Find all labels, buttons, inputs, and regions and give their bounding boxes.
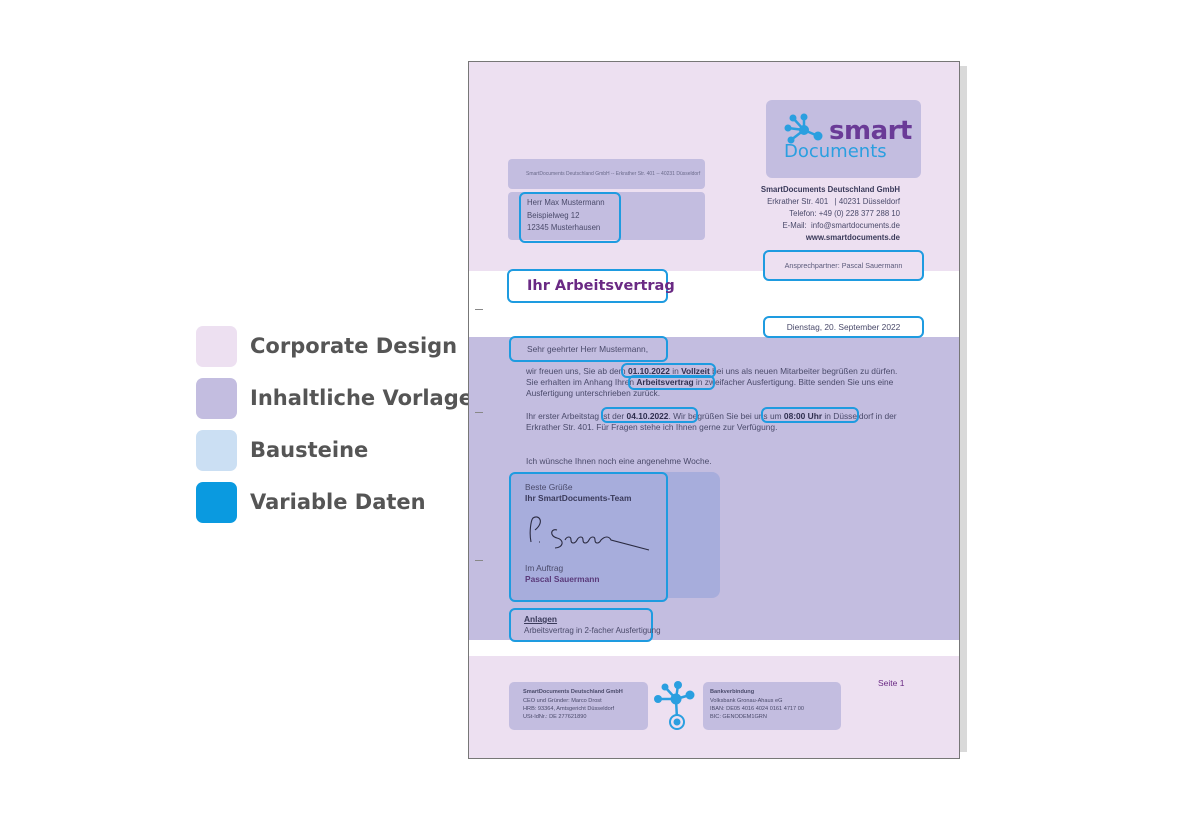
start-date: 01.10.2022 bbox=[627, 366, 670, 376]
start-time-frame bbox=[761, 407, 859, 423]
handwritten-signature-icon bbox=[529, 516, 650, 551]
paragraph-1-line-2: Sie erhalten im Anhang Ihren Arbeitsvert… bbox=[526, 377, 893, 388]
closing-wish: Ich wünsche Ihnen noch eine angenehme Wo… bbox=[526, 456, 712, 466]
paragraph-1-line-3: Ausfertigung unterschrieben zurück. bbox=[526, 388, 661, 398]
legend-swatch-variable-daten bbox=[196, 481, 237, 523]
company-email: E-Mail: info@smartdocuments.de bbox=[782, 221, 900, 230]
recipient-name: Herr Max Mustermann bbox=[527, 198, 605, 207]
letter-date: Dienstag, 20. September 2022 bbox=[786, 322, 901, 332]
legend-item-bausteine: Bausteine bbox=[196, 429, 369, 471]
molecule-logo-icon bbox=[784, 113, 823, 144]
signature-team: Ihr SmartDocuments-Team bbox=[525, 493, 632, 503]
contact-person: Ansprechpartner: Pascal Sauermann bbox=[784, 261, 903, 270]
page-number: Seite 1 bbox=[878, 678, 905, 688]
footer-bank-bic: BIC: GENODEM1GRN bbox=[710, 714, 767, 720]
legend-label: Bausteine bbox=[250, 438, 369, 462]
footer-bank-box: Bankverbindung Volksbank Gronau-Ahaus eG… bbox=[703, 682, 841, 730]
footer-bank-name: Volksbank Gronau-Ahaus eG bbox=[710, 698, 783, 704]
footer-company-ceo: CEO und Gründer: Marco Drost bbox=[523, 698, 602, 704]
footer-molecule-icon bbox=[654, 681, 695, 730]
fold-mark bbox=[475, 560, 483, 561]
first-work-day-frame bbox=[601, 407, 698, 423]
date-frame: Dienstag, 20. September 2022 bbox=[763, 316, 924, 338]
start-date-frame bbox=[621, 363, 716, 378]
footer-bank-title: Bankverbindung bbox=[710, 689, 755, 695]
company-web: www.smartdocuments.de bbox=[805, 233, 900, 242]
recipient-address-frame: Herr Max Mustermann Beispielweg 12 12345… bbox=[519, 192, 621, 243]
first-work-day: 04.10.2022 bbox=[626, 411, 669, 421]
legend-item-variable-daten: Variable Daten bbox=[196, 481, 426, 523]
paragraph-1-line-1: wir freuen uns, Sie ab dem 01.10.2022 in… bbox=[526, 366, 897, 377]
fold-mark bbox=[475, 412, 483, 413]
paragraph-1-text: Sie erhalten im Anhang Ihren bbox=[526, 377, 637, 387]
logo-text-smart: smart bbox=[829, 116, 912, 146]
paragraph-1-text: in bbox=[669, 366, 682, 376]
paragraph-2-line-1: Ihr erster Arbeitstag ist der 04.10.2022… bbox=[526, 411, 897, 422]
legend-item-inhaltliche-vorlage: Inhaltliche Vorlage bbox=[196, 377, 474, 419]
salutation: Sehr geehrter Herr Mustermann, bbox=[527, 344, 649, 354]
footer-company-name: SmartDocuments Deutschland GmbH bbox=[523, 689, 623, 695]
signature-greeting: Beste Grüße bbox=[525, 482, 573, 492]
footer-company-ust: USt-IdNr.: DE 277621890 bbox=[523, 714, 587, 720]
letter-subject: Ihr Arbeitsvertrag bbox=[527, 278, 675, 294]
recipient-box bbox=[508, 192, 705, 240]
employment-type: Vollzeit bbox=[681, 366, 710, 376]
paragraph-1-text: bei uns als neuen Mitarbeiter begrüßen z… bbox=[709, 366, 898, 376]
legend-swatch-bausteine bbox=[196, 429, 237, 471]
sender-line-box: SmartDocuments Deutschland GmbH -- Erkra… bbox=[508, 159, 705, 189]
start-time: 08:00 Uhr bbox=[783, 411, 823, 421]
paragraph-2-text: Ihr erster Arbeitstag ist der bbox=[526, 411, 627, 421]
signature-name: Pascal Sauermann bbox=[525, 574, 600, 584]
signature-frame: Beste Grüße Ihr SmartDocuments-Team Im A… bbox=[509, 472, 668, 602]
paragraph-1-text: wir freuen uns, Sie ab dem bbox=[526, 366, 628, 376]
legend-item-corporate-design: Corporate Design bbox=[196, 325, 458, 367]
legend-label: Variable Daten bbox=[250, 490, 426, 514]
paragraph-2-line-2: Erkrather Str. 401. Für Fragen stehe ich… bbox=[526, 422, 778, 432]
footer-company-box: SmartDocuments Deutschland GmbH CEO und … bbox=[509, 682, 648, 730]
recipient-street: Beispielweg 12 bbox=[527, 211, 580, 220]
paragraph-2-text: . Wir begrüßen Sie bei uns um bbox=[668, 411, 784, 421]
company-name: SmartDocuments Deutschland GmbH bbox=[760, 185, 900, 194]
letter-page: smart Documents SmartDocuments Deutschla… bbox=[468, 61, 960, 759]
legend-label: Inhaltliche Vorlage bbox=[250, 386, 474, 410]
company-phone: Telefon: +49 (0) 228 377 288 10 bbox=[789, 209, 900, 218]
attachments-title: Anlagen bbox=[524, 614, 558, 624]
fold-mark bbox=[475, 309, 483, 310]
paragraph-1-text: in zweifacher Ausfertigung. Bitte senden… bbox=[693, 377, 894, 387]
attachments-item: Arbeitsvertrag in 2-facher Ausfertigung bbox=[524, 626, 661, 635]
signature-on-behalf: Im Auftrag bbox=[525, 563, 564, 573]
company-address: Erkrather Str. 401 | 40231 Düsseldorf bbox=[767, 197, 900, 206]
footer-company-hrb: HRB: 93364, Amtsgericht Düsseldorf bbox=[523, 706, 615, 712]
contact-person-frame: Ansprechpartner: Pascal Sauermann bbox=[763, 250, 924, 281]
recipient-city: 12345 Musterhausen bbox=[527, 223, 601, 232]
legend-label: Corporate Design bbox=[250, 334, 458, 358]
subject-frame: Ihr Arbeitsvertrag bbox=[507, 269, 675, 303]
paragraph-2-text: in Düsseldorf in der bbox=[822, 411, 897, 421]
salutation-frame: Sehr geehrter Herr Mustermann, bbox=[509, 336, 668, 362]
attachments-frame: Anlagen Arbeitsvertrag in 2-facher Ausfe… bbox=[509, 608, 661, 642]
legend-swatch-inhaltliche-vorlage bbox=[196, 377, 237, 419]
document-type: Arbeitsvertrag bbox=[636, 377, 694, 387]
footer-bank-iban: IBAN: DE05 4016 4024 0161 4717 00 bbox=[710, 706, 804, 712]
legend-swatch-corporate-design bbox=[196, 325, 237, 367]
document-type-frame bbox=[628, 375, 715, 390]
logo-box: smart Documents bbox=[766, 100, 921, 178]
sender-line: SmartDocuments Deutschland GmbH -- Erkra… bbox=[526, 171, 701, 177]
logo-text-documents: Documents bbox=[784, 141, 887, 162]
